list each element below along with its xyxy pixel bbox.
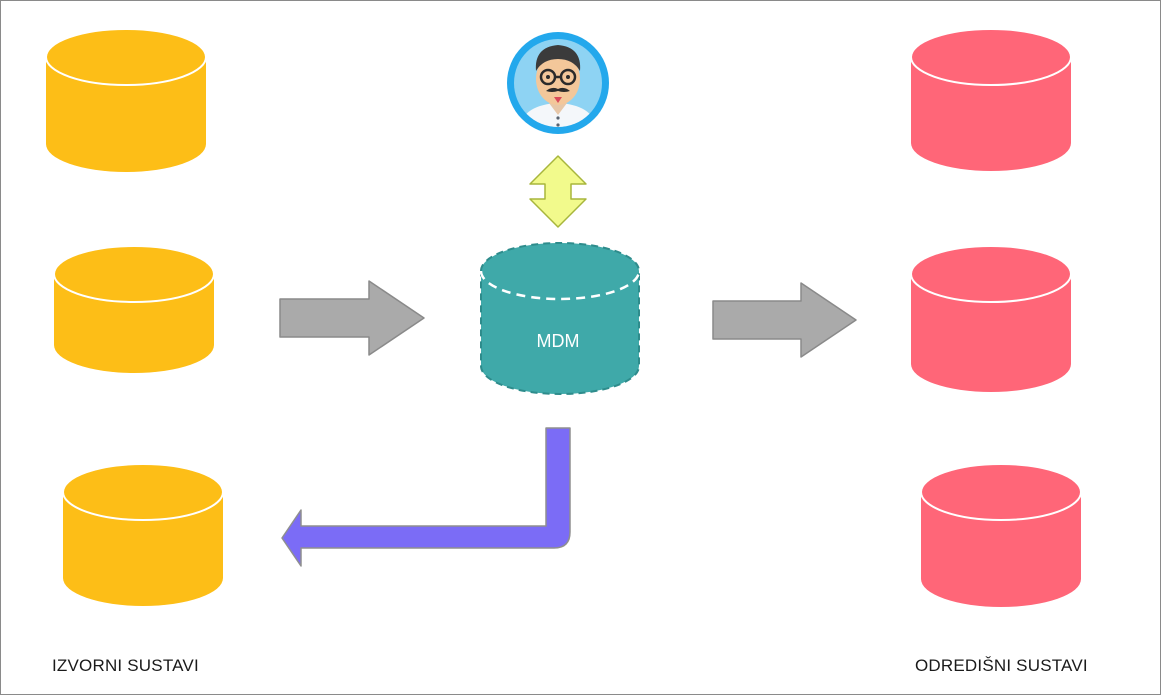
target-database-2 xyxy=(910,245,1072,392)
flow-arrow-in-icon xyxy=(279,280,425,356)
source-database-3 xyxy=(62,463,224,606)
target-systems-caption: ODREDIŠNI SUSTAVI xyxy=(915,656,1088,675)
target-database-1 xyxy=(910,28,1072,171)
flow-arrow-out-icon xyxy=(712,282,857,358)
mdm-hub-label: MDM xyxy=(537,331,580,351)
bidirectional-arrow-icon xyxy=(529,155,587,228)
target-database-3 xyxy=(920,463,1082,607)
source-database-2 xyxy=(53,245,215,373)
feedback-arrow-icon xyxy=(281,427,571,567)
user-avatar-icon xyxy=(507,32,609,134)
source-database-1 xyxy=(45,28,207,172)
mdm-hub-database: MDM xyxy=(479,242,641,395)
source-systems-caption: IZVORNI SUSTAVI xyxy=(52,656,199,675)
